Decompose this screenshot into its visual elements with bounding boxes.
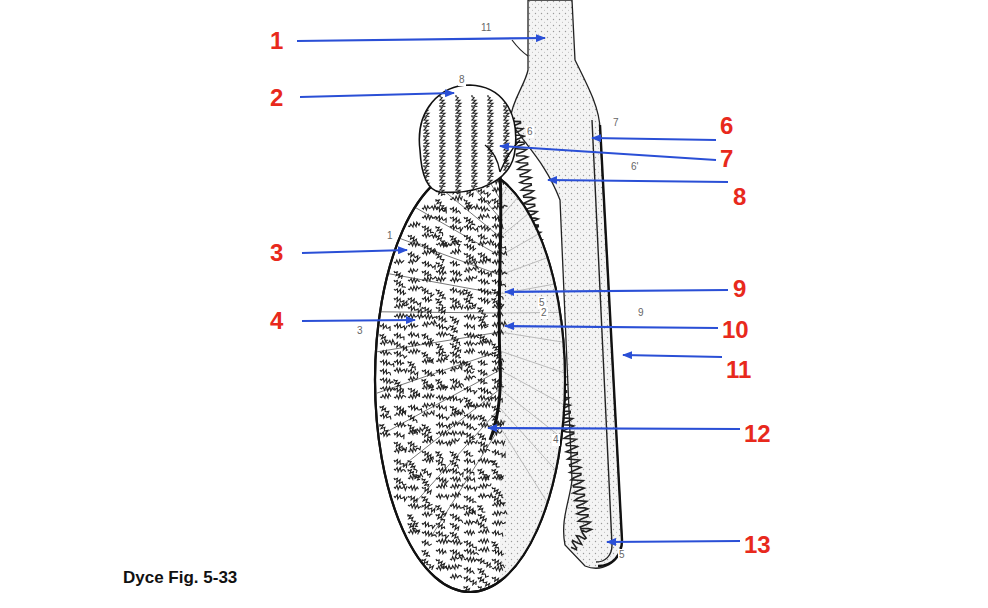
callout-number: 4: [270, 307, 283, 335]
epididymis-head: [419, 85, 515, 192]
callout-number: 6': [630, 161, 639, 173]
callout-number: 6: [526, 126, 534, 138]
callout-number: 2: [270, 84, 283, 112]
callout-number: 10: [722, 316, 749, 344]
callout-number: 9: [637, 307, 645, 319]
callout-number: 1: [386, 230, 394, 242]
callout-number: 11: [726, 356, 751, 384]
septa: [370, 59, 630, 537]
callout-number: 4: [552, 434, 560, 446]
callout-number: 5: [618, 549, 626, 561]
callout-number: 8: [733, 183, 746, 211]
callout-number: 7: [720, 145, 733, 173]
callout-number: 7: [612, 117, 620, 129]
callout-number: 6: [720, 112, 733, 140]
seminiferous-tubules: [380, 169, 508, 596]
callout-number: 13: [744, 531, 771, 559]
ductus-deferens: [592, 120, 612, 562]
callout-number: 2: [540, 307, 548, 319]
callout-number: 11: [480, 22, 492, 34]
callout-number: 3: [356, 325, 364, 337]
figure-caption: Dyce Fig. 5-33: [123, 568, 237, 588]
callout-number: 8: [458, 74, 466, 86]
callout-number: 1: [270, 27, 283, 55]
mediastinum: [490, 172, 501, 440]
callout-number: 9: [733, 275, 746, 303]
callout-number: 12: [744, 420, 771, 448]
callout-number: 3: [270, 239, 283, 267]
